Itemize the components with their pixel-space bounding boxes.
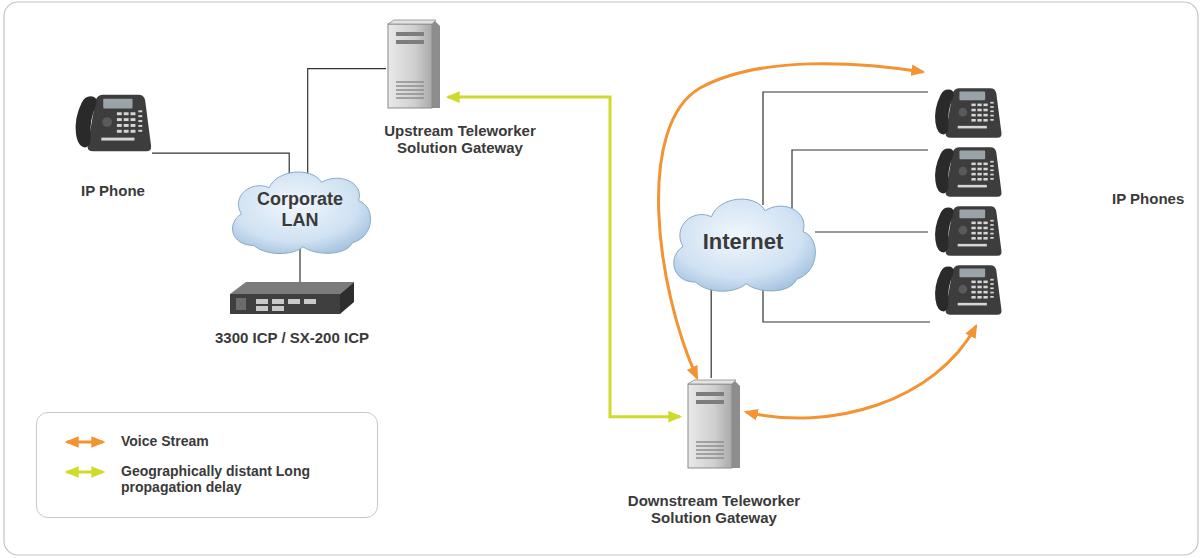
- ip-phone-icon: [935, 147, 1001, 197]
- network-wire: [152, 153, 289, 182]
- voice-stream-arrow: [659, 64, 923, 378]
- gateway-server: Upstream Teleworker Solution Gateway: [386, 18, 442, 110]
- network-name: Corporate LAN: [245, 189, 355, 230]
- wire: [763, 92, 928, 205]
- legend-sample: [61, 433, 109, 451]
- server-icon: [688, 380, 740, 468]
- icp-shape: [228, 280, 356, 316]
- device-label: Upstream Teleworker Solution Gateway: [365, 122, 555, 157]
- legend-row: Geographically distant Long propagation …: [61, 463, 311, 495]
- cloud-outline: [233, 172, 371, 253]
- server-shape: [686, 378, 742, 470]
- server-shape: [386, 18, 442, 110]
- ip-phone-icon: [935, 206, 1001, 256]
- legend-sample: [61, 463, 109, 481]
- network-wire: [299, 245, 300, 284]
- legend-box: Voice StreamGeographically distant Long …: [36, 412, 378, 518]
- ip-phone-icon: [935, 88, 1001, 138]
- device-label: 3300 ICP / SX-200 ICP: [182, 329, 402, 346]
- legend-row: Voice Stream: [61, 433, 209, 451]
- phone-shape: [74, 88, 152, 158]
- server-icon: [388, 20, 440, 108]
- wire: [815, 231, 928, 232]
- gateway-server: Downstream Teleworker Solution Gateway: [686, 378, 742, 470]
- voice-streams: [659, 64, 976, 418]
- network-name: Internet: [703, 229, 784, 254]
- phone-icon: [76, 95, 152, 152]
- ip-phone-icon: [935, 265, 1001, 315]
- legend-text: Geographically distant Long propagation …: [121, 463, 311, 495]
- cloud-text-holder: Internet: [664, 190, 822, 294]
- wire: [792, 150, 928, 210]
- device-label: IP Phone: [43, 182, 183, 199]
- group-label: IP Phones: [1112, 190, 1184, 207]
- cloud-outline: [674, 199, 816, 291]
- icp-icon: [230, 282, 354, 314]
- remote-phones: [935, 88, 1001, 315]
- voice-stream-arrow: [746, 326, 976, 418]
- network-cloud: Corporate LAN: [223, 164, 377, 256]
- outer-frame: [4, 2, 1198, 555]
- call-controller: 3300 ICP / SX-200 ICP: [228, 280, 356, 316]
- legend-arrow: [67, 441, 103, 444]
- legend-text: Voice Stream: [121, 433, 209, 449]
- network-wire: [308, 69, 386, 175]
- device-label: Downstream Teleworker Solution Gateway: [614, 492, 814, 527]
- legend-arrow: [67, 471, 103, 474]
- network-cloud: Internet: [664, 190, 822, 294]
- ip-phone: IP Phone: [74, 88, 152, 158]
- cloud-text-holder: Corporate LAN: [223, 164, 377, 256]
- network-wire: [711, 284, 712, 378]
